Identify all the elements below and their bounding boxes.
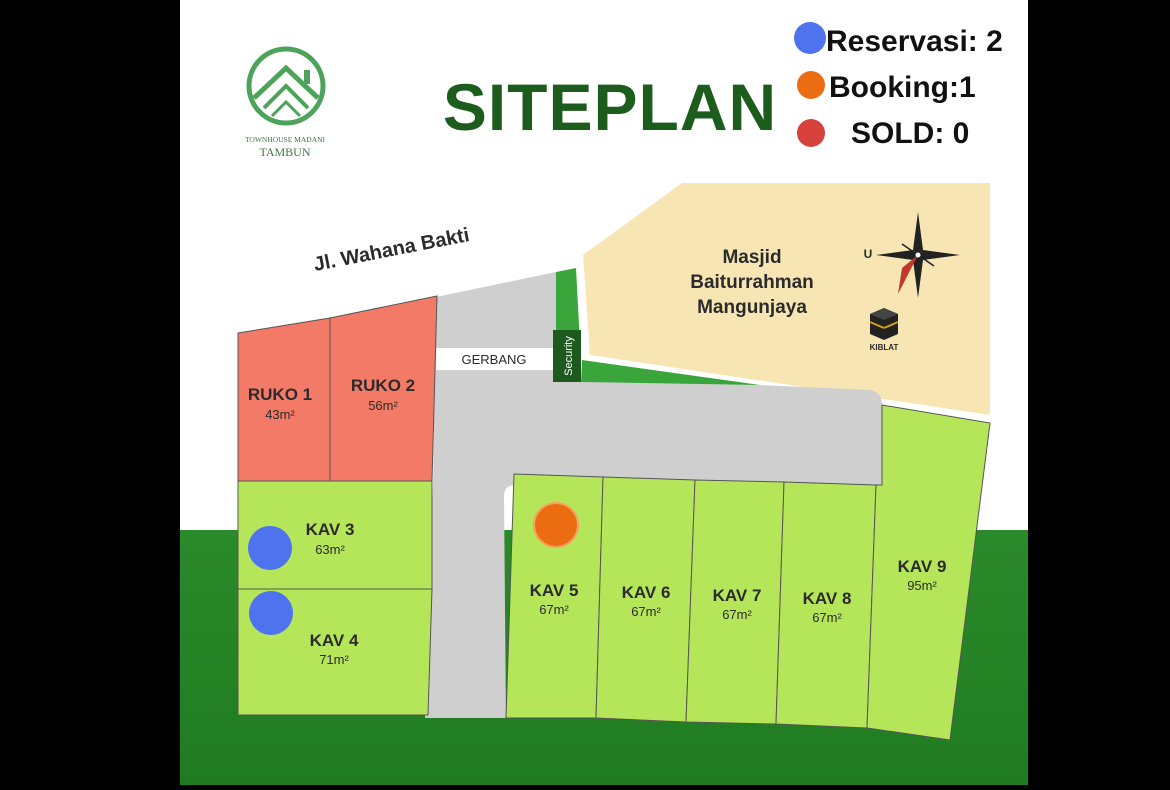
ruko-2-name: RUKO 2: [351, 376, 415, 395]
kav-5-name: KAV 5: [530, 581, 579, 600]
status-marker-booking-kav-5[interactable]: [533, 502, 579, 548]
kav-3-name: KAV 3: [306, 520, 355, 539]
green-strip-horizontal: [582, 360, 760, 385]
legend-reservasi-text: Reservasi: 2: [826, 25, 1003, 58]
compass-north-label: U: [864, 247, 873, 261]
mosque-name-line-1: Masjid: [722, 247, 781, 268]
compass-icon: [876, 212, 960, 298]
legend-booking-text: Booking:1: [829, 71, 976, 104]
kav-9-name: KAV 9: [898, 557, 947, 576]
kav-4-name: KAV 4: [310, 631, 359, 650]
townhouse-logo-icon: [246, 46, 326, 126]
kav-7-name: KAV 7: [713, 586, 762, 605]
road: [425, 272, 882, 718]
kav-5-area: 67m²: [539, 602, 569, 617]
kav-7-area: 67m²: [722, 607, 752, 622]
security-post: [553, 330, 581, 382]
kav-3-area: 63m²: [315, 542, 345, 557]
kav-8-area: 67m²: [812, 610, 842, 625]
brand-line-2: TAMBUN: [259, 145, 310, 159]
mosque-name-line-2: Baiturrahman: [690, 272, 814, 293]
kav-6-area: 67m²: [631, 604, 661, 619]
ruko-2-area: 56m²: [368, 398, 398, 413]
status-marker-reservasi-kav-4[interactable]: [249, 591, 293, 635]
page-title: SITEPLAN: [443, 70, 777, 144]
legend-sold-dot: [797, 119, 825, 147]
kav-9-area: 95m²: [907, 578, 937, 593]
security-label: Security: [563, 336, 575, 376]
ruko-1-area: 43m²: [265, 407, 295, 422]
plot-kav-9[interactable]: [866, 404, 991, 741]
gate: [436, 348, 554, 370]
qibla-label: KIBLAT: [870, 343, 899, 352]
ruko-1-name: RUKO 1: [248, 385, 312, 404]
kav-6-name: KAV 6: [622, 583, 671, 602]
gate-label: GERBANG: [461, 352, 526, 367]
legend-reservasi-dot: [794, 22, 826, 54]
legend-sold-text: SOLD: 0: [851, 117, 969, 150]
legend-booking-dot: [797, 71, 825, 99]
kaaba-icon: [869, 308, 899, 340]
status-marker-reservasi-kav-3[interactable]: [248, 526, 292, 570]
mosque-name-line-3: Mangunjaya: [697, 297, 807, 318]
kav-8-name: KAV 8: [803, 589, 852, 608]
mosque-area: [583, 183, 990, 415]
kav-4-area: 71m²: [319, 652, 349, 667]
brand-line-1: TOWNHOUSE MADANI: [245, 135, 326, 144]
